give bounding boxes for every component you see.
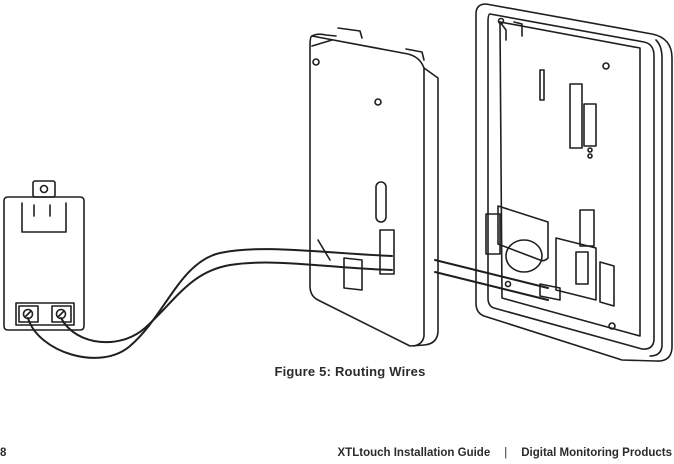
guide-title: XTLtouch Installation Guide [337,447,491,459]
transformer-illustration [3,180,85,331]
footer-right: XTLtouch Installation Guide | Digital Moni… [338,447,672,459]
page-number: 8 [0,447,7,459]
company-name: Digital Monitoring Products [521,447,672,459]
wire-pair-illustration [27,248,549,359]
mounting-backplate-illustration [475,3,673,362]
page-footer: 8 XTLtouch Installation Guide | Digital Mo… [0,447,674,463]
keypad-cover-illustration [309,27,439,347]
figure-caption: Figure 5: Routing Wires [274,364,426,379]
routing-wires-figure [3,3,673,362]
routing-wires-illustration [3,3,673,362]
footer-separator: | [504,447,508,459]
